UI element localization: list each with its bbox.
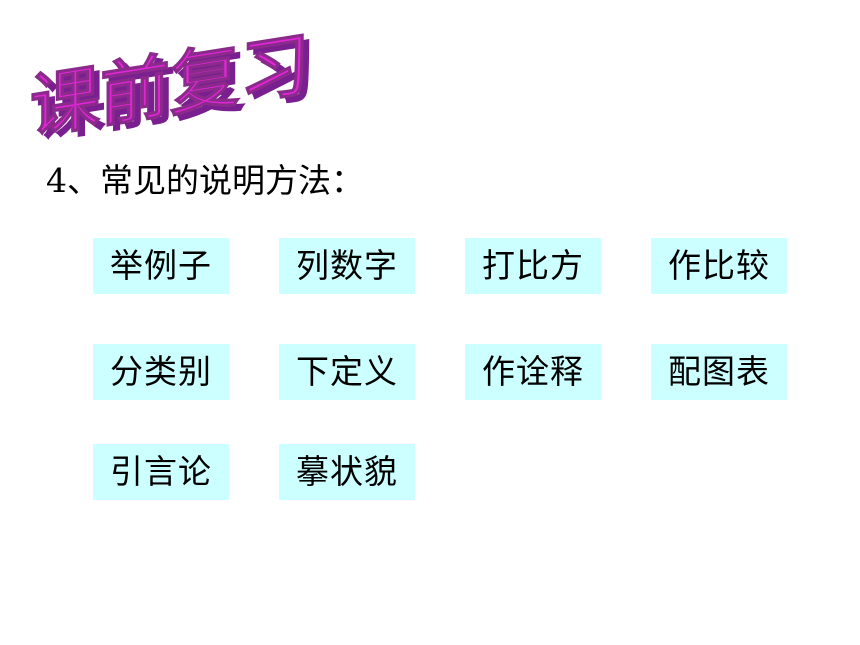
method-box-explanation: 作诠释 [465,344,601,400]
method-box-comparison: 作比较 [651,238,787,294]
section-heading: 4、常见的说明方法： [46,161,364,200]
method-box-description: 摹状貌 [279,444,415,500]
method-box-charts: 配图表 [651,344,787,400]
method-box-classification: 分类别 [93,344,229,400]
method-box-quotation: 引言论 [93,444,229,500]
method-box-analogy: 打比方 [465,238,601,294]
slide-title: 课前复习 课前复习 [30,10,320,150]
method-box-definition: 下定义 [279,344,415,400]
method-box-examples: 举例子 [93,238,229,294]
method-box-numbers: 列数字 [279,238,415,294]
